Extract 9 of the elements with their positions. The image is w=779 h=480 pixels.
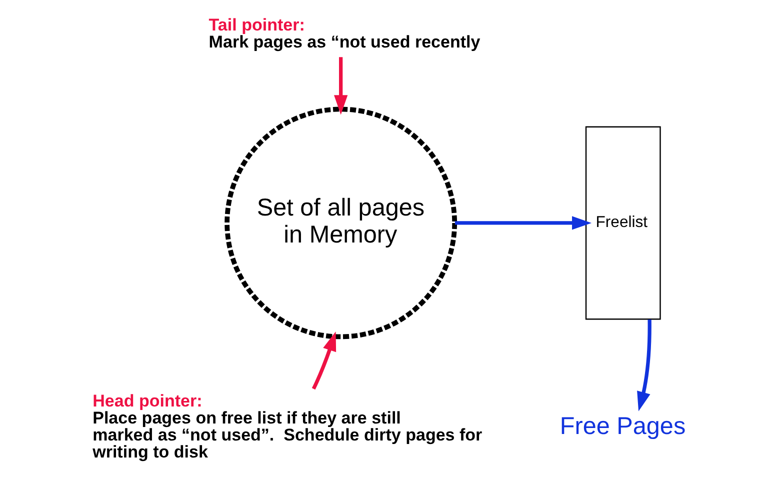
- arrow: [334, 57, 348, 115]
- node-text: Tail pointer: Mark pages as “not used recently: [208, 15, 480, 52]
- arrow: [312, 332, 336, 390]
- node-text: Free Pages: [560, 413, 686, 440]
- node-circle: Set of all pages in Memory: [224, 106, 458, 340]
- arrow: [454, 216, 592, 230]
- node-box: Freelist: [585, 126, 661, 320]
- node-text: Head pointer: Place pages on free list if they are still marked as “not used”. Schedule dirty pages for writing to disk: [92, 391, 482, 462]
- arrow: [637, 320, 652, 412]
